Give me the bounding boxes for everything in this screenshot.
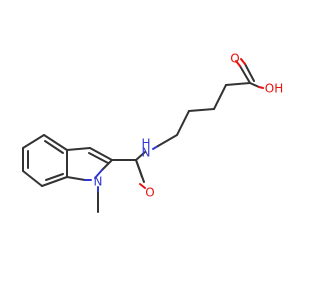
carbonyl-bond bbox=[235, 60, 241, 67]
chain-bond bbox=[225, 82, 251, 86]
carboxyl-bond bbox=[249, 82, 260, 88]
chemical-structure-canvas: O OH N H O N bbox=[22, 51, 284, 213]
carboxyl-bond bbox=[239, 65, 251, 84]
carbonyl-oxygen-label: O bbox=[230, 52, 239, 66]
chain-bond bbox=[176, 110, 190, 136]
bond bbox=[66, 176, 86, 181]
carbonyl-bond bbox=[240, 58, 246, 65]
bond bbox=[135, 151, 146, 161]
indole-nitrogen-label: N bbox=[94, 175, 103, 189]
hydroxyl-label: OH bbox=[265, 82, 283, 96]
bond-to-indole-n bbox=[94, 169, 103, 179]
chain-bond bbox=[213, 84, 227, 110]
chain-bond bbox=[157, 134, 178, 147]
carbonyl-bond bbox=[139, 170, 143, 178]
bond bbox=[101, 159, 113, 171]
bond bbox=[22, 134, 45, 149]
indole-benzene-ring bbox=[22, 134, 68, 187]
indole-pyrrole-ring bbox=[66, 147, 113, 181]
carboxyl-double-bond bbox=[244, 63, 255, 82]
carbonyl-bond bbox=[139, 183, 146, 189]
bond bbox=[43, 134, 68, 151]
hydroxyl-bond bbox=[258, 86, 264, 89]
amide-nitrogen-label: N bbox=[142, 146, 151, 160]
amide-hydrogen-label: H bbox=[141, 137, 150, 151]
aromatic-inner-bond bbox=[88, 152, 109, 164]
carbonyl-bond bbox=[135, 159, 141, 172]
bond bbox=[22, 170, 43, 187]
bond bbox=[89, 147, 113, 161]
molecule-drawing: O OH N H O N bbox=[22, 52, 283, 213]
chain-bond bbox=[188, 108, 215, 112]
amide-oxygen-label: O bbox=[145, 186, 154, 200]
bond bbox=[41, 176, 68, 187]
aromatic-inner-bond bbox=[45, 173, 64, 181]
aromatic-inner-bond bbox=[44, 140, 64, 154]
bond bbox=[66, 147, 91, 151]
